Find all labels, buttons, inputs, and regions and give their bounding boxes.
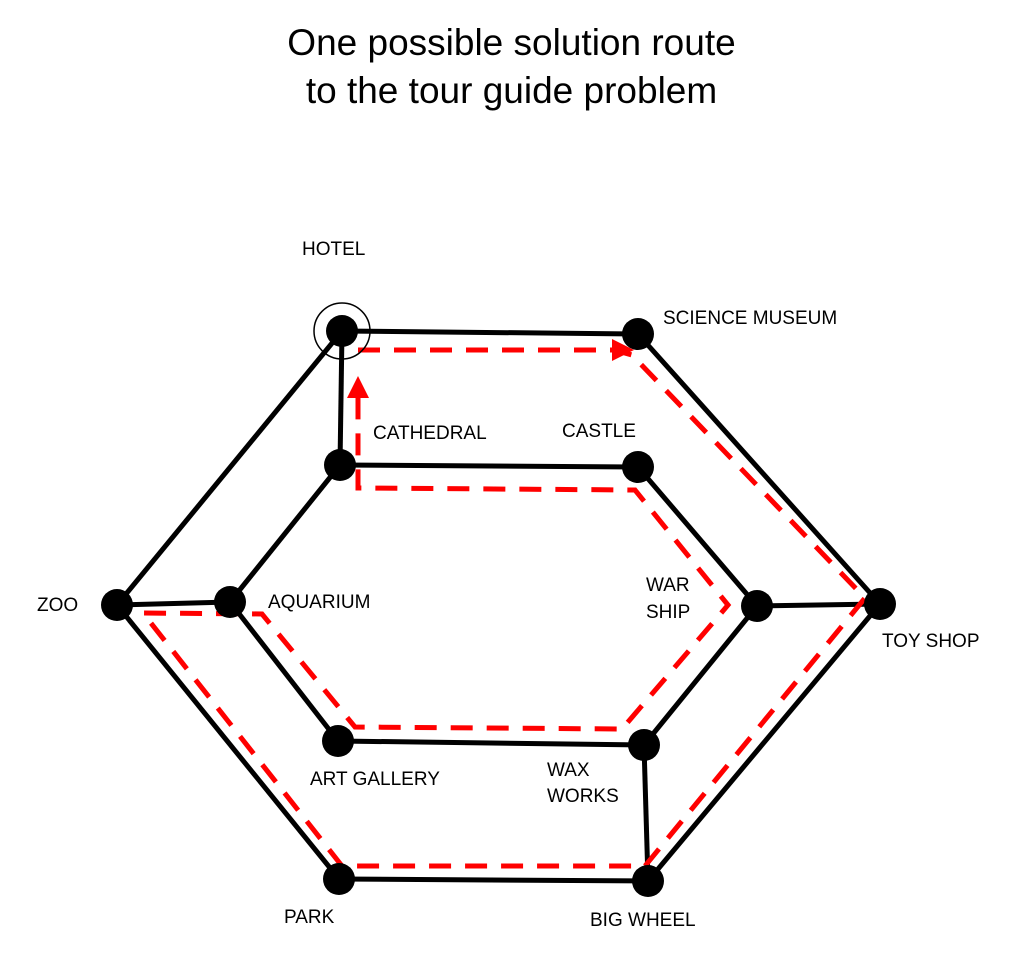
label-castle: CASTLE (562, 421, 636, 442)
edge-hotel-cathedral (337, 330, 345, 466)
node-cathedral (324, 449, 356, 481)
edge-toy_shop-big_wheel (646, 602, 882, 883)
node-toy_shop (864, 588, 896, 620)
edge-science_museum-toy_shop (636, 332, 882, 606)
edge-zoo-aquarium (116, 599, 231, 608)
label-war-ship-1: WAR (646, 575, 690, 596)
route-line (137, 347, 869, 869)
label-zoo: ZOO (37, 595, 78, 616)
label-park: PARK (284, 907, 335, 928)
label-science-museum: SCIENCE MUSEUM (663, 308, 837, 329)
edge-park-big_wheel (338, 876, 649, 884)
node-hotel (326, 315, 358, 347)
node-science_museum (622, 318, 654, 350)
edge-castle-war_ship (636, 465, 759, 608)
node-wax_works (628, 729, 660, 761)
node-castle (622, 451, 654, 483)
node-aquarium (214, 586, 246, 618)
route-arrow-up-icon (347, 376, 369, 398)
edge-cathedral-aquarium (228, 463, 342, 604)
edge-hotel-zoo (115, 329, 344, 607)
start-marker-ring (313, 302, 371, 360)
label-war-ship-2: SHIP (646, 602, 690, 623)
edge-zoo-park (115, 603, 341, 881)
title-line-1: One possible solution route (287, 22, 736, 63)
nodes (101, 315, 896, 897)
label-wax-works-2: WORKS (547, 786, 619, 807)
route (137, 339, 869, 869)
label-hotel: HOTEL (302, 239, 365, 260)
node-big_wheel (632, 865, 664, 897)
label-cathedral: CATHEDRAL (373, 423, 487, 444)
node-park (323, 863, 355, 895)
route-arrow-right-icon (612, 339, 634, 361)
label-aquarium: AQUARIUM (268, 592, 370, 613)
edge-hotel-science_museum (341, 328, 639, 337)
label-art-gallery: ART GALLERY (310, 769, 440, 790)
label-toy-shop: TOY SHOP (882, 631, 980, 652)
node-zoo (101, 589, 133, 621)
edge-cathedral-castle (339, 462, 639, 470)
label-wax-works-1: WAX (547, 760, 590, 781)
label-big-wheel: BIG WHEEL (590, 910, 696, 931)
node-war_ship (741, 590, 773, 622)
edge-aquarium-art_gallery (228, 600, 340, 743)
edge-wax_works-big_wheel (641, 744, 651, 882)
edges (115, 328, 882, 884)
edge-art_gallery-wax_works (337, 738, 645, 748)
edge-war_ship-wax_works (642, 604, 759, 747)
title-line-2: to the tour guide problem (305, 70, 718, 111)
node-art_gallery (322, 725, 354, 757)
